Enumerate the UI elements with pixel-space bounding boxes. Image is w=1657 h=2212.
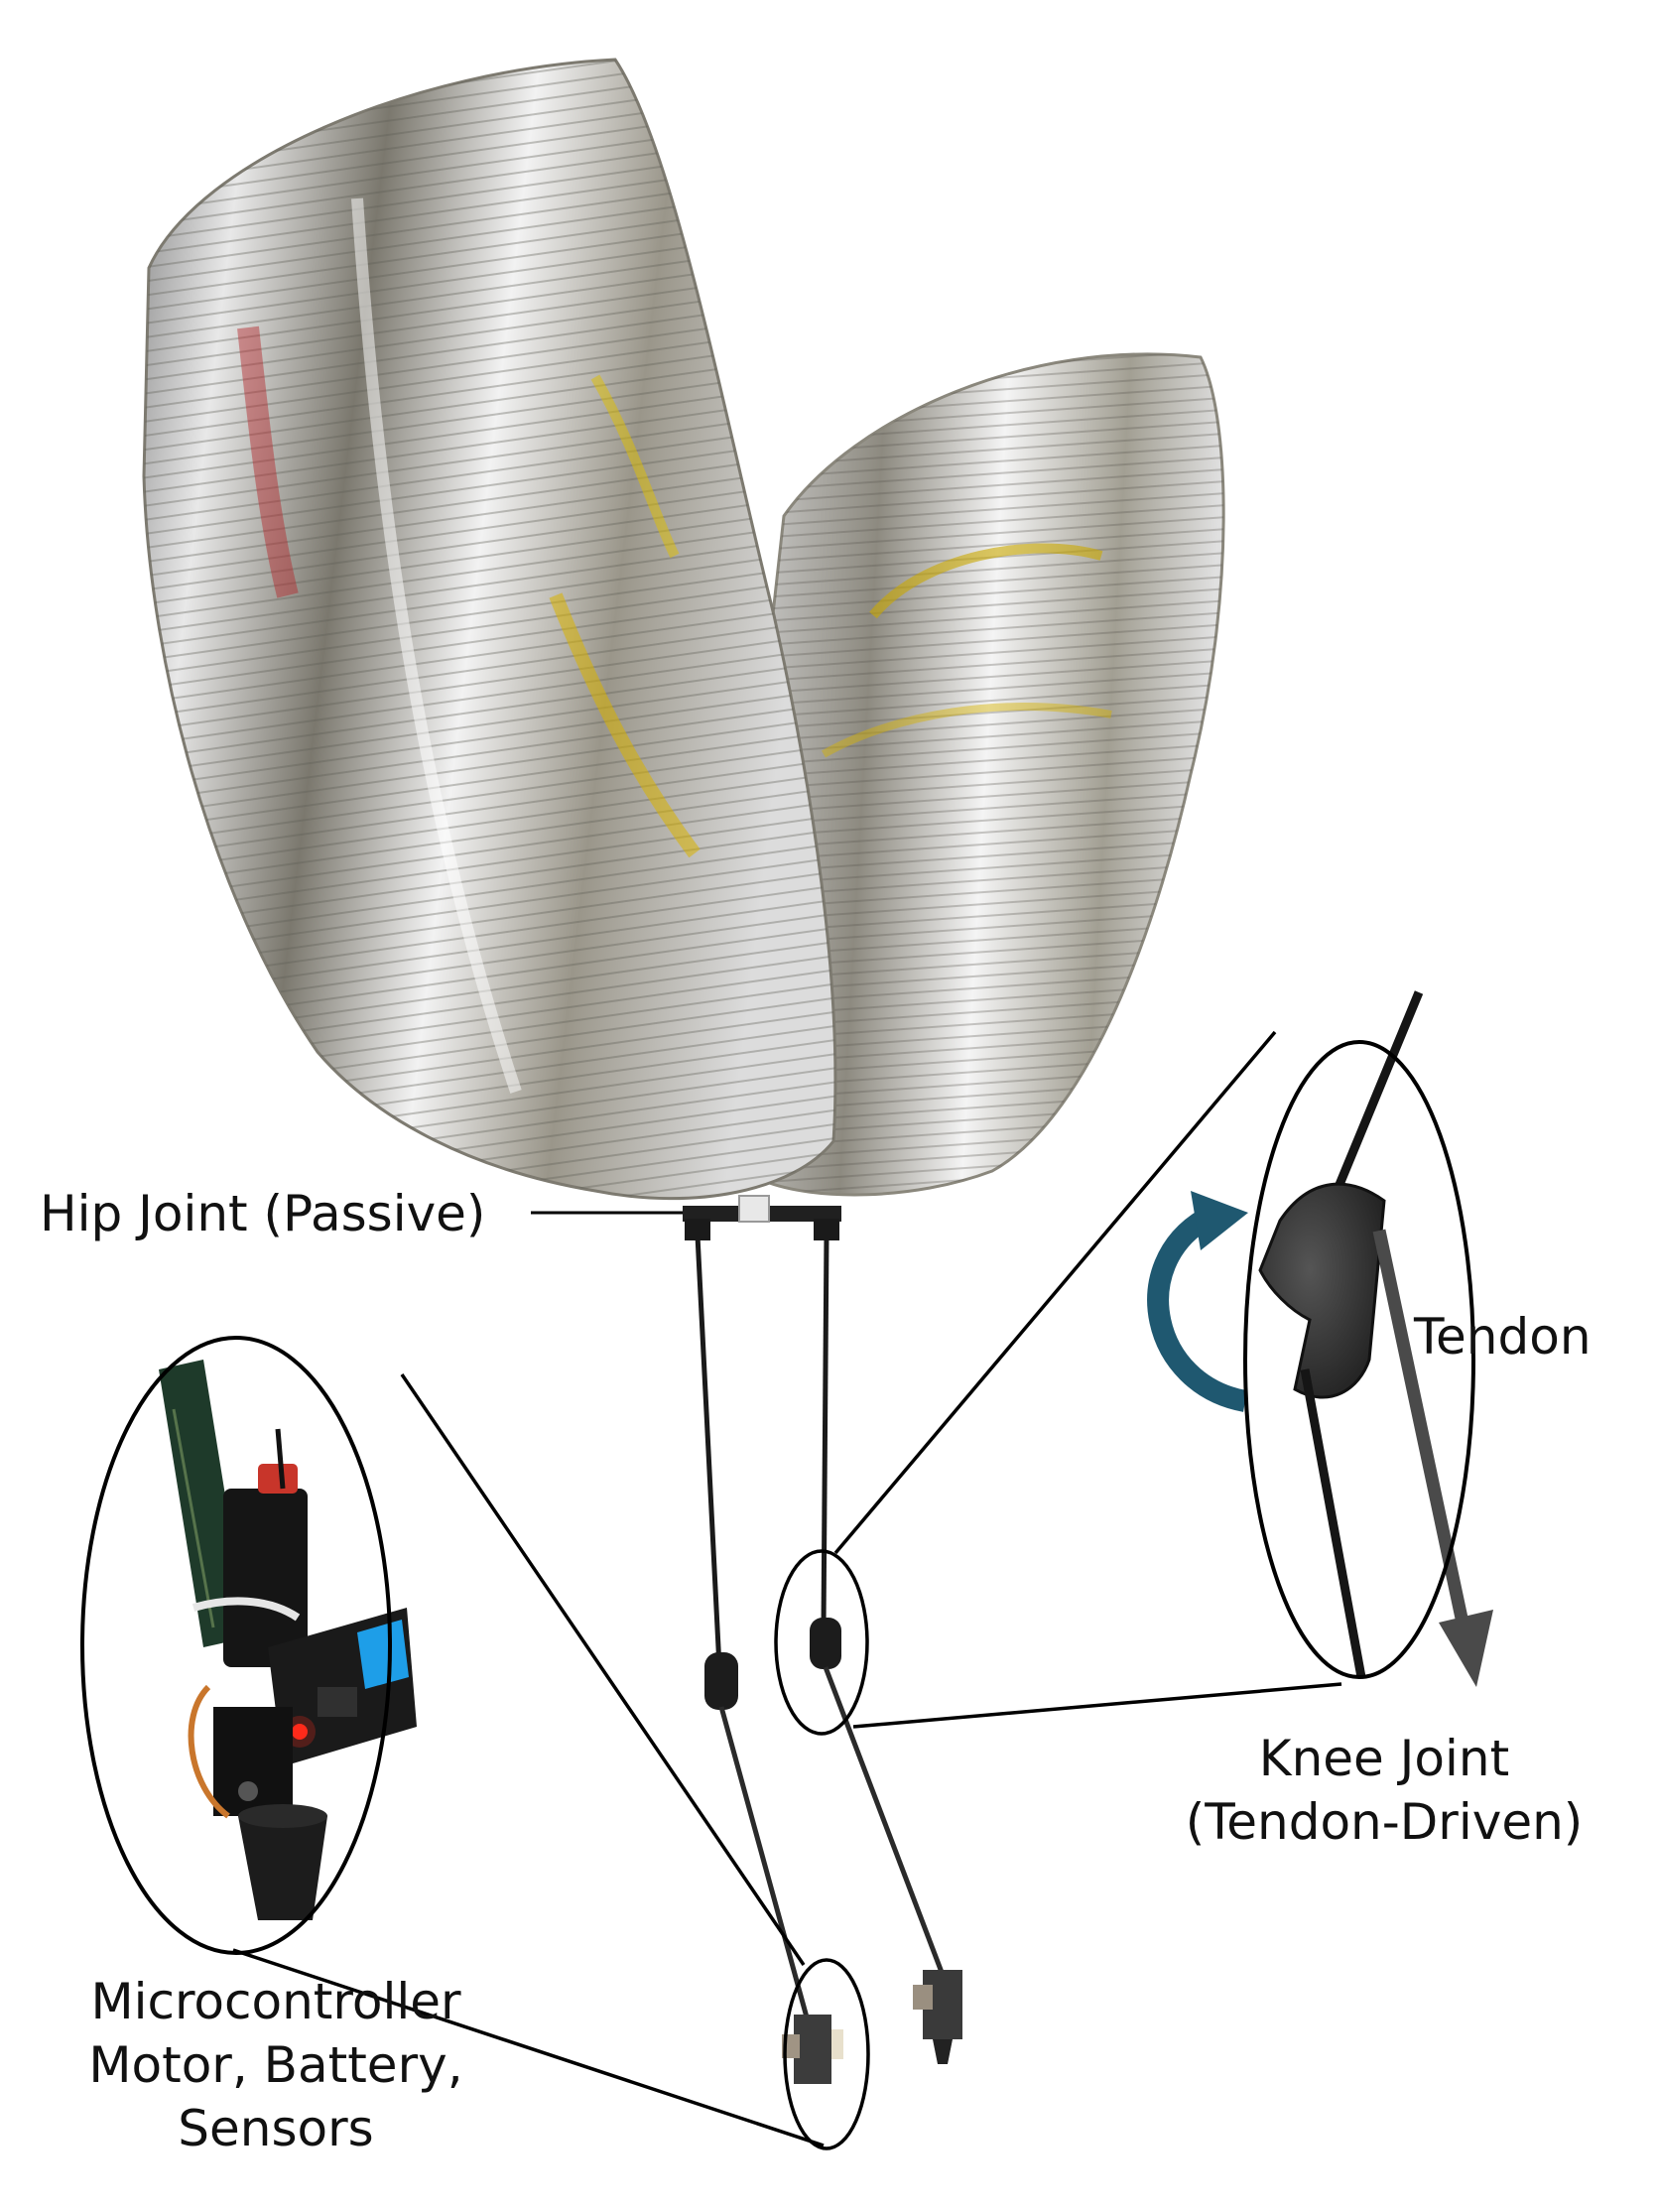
left-foot-callout xyxy=(782,1958,870,2150)
knee-callout-line-top xyxy=(833,1030,1277,1555)
lower-leg-rod xyxy=(1300,1368,1366,1678)
knee-joint-label: Knee Joint (Tendon-Driven) xyxy=(1186,1727,1584,1854)
electronics-magnified-view xyxy=(80,1336,417,1955)
knee-callout-line-bottom xyxy=(852,1682,1342,1729)
left-leg xyxy=(695,1235,812,2025)
electronics-label: Microcontroller Motor, Battery, Sensors xyxy=(88,1970,462,2160)
left-balloon xyxy=(142,58,837,1201)
servo-motor xyxy=(188,1684,293,1819)
knee-block xyxy=(1258,1182,1386,1399)
electronics-label-line-2: Motor, Battery, xyxy=(88,2036,463,2094)
electronics-label-line-3: Sensors xyxy=(178,2100,374,2157)
left-foot-electronics xyxy=(782,2015,843,2084)
tendon-label: Tendon xyxy=(1414,1308,1592,1366)
knee-joint-label-line-1: Knee Joint xyxy=(1258,1730,1510,1787)
upper-leg-rod xyxy=(1320,990,1424,1223)
electronics-label-line-1: Microcontroller xyxy=(90,1973,461,2030)
right-leg xyxy=(810,1235,962,2064)
knee-callout-ellipse-small xyxy=(774,1549,869,1736)
knee-magnified-view xyxy=(1147,990,1493,1687)
ribbon-cable xyxy=(191,1597,301,1622)
right-foot-electronics xyxy=(913,1970,962,2064)
battery xyxy=(223,1428,308,1667)
hip-joint-label: Hip Joint (Passive) xyxy=(40,1185,486,1242)
rotation-arrow xyxy=(1147,1191,1248,1412)
hip-joint-hardware xyxy=(683,1195,841,1240)
right-balloon xyxy=(740,352,1225,1197)
knee-joint-label-line-2: (Tendon-Driven) xyxy=(1185,1793,1584,1851)
electronics-callout-line-top xyxy=(400,1373,806,1966)
tendon-arrow xyxy=(1372,1229,1493,1687)
electronics-callout-line-bottom xyxy=(232,1948,825,2147)
base-cup xyxy=(238,1804,327,1920)
